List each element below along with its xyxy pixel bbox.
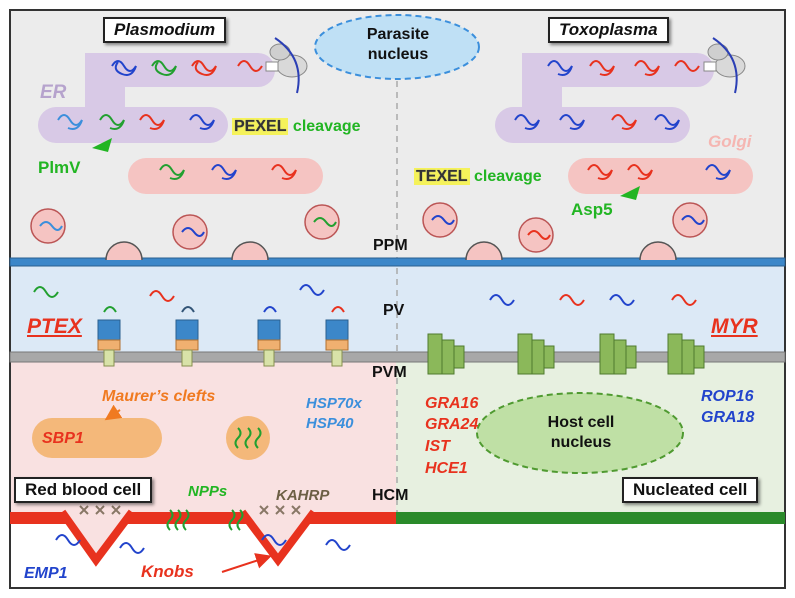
red-blood-cell-label: Red blood cell xyxy=(14,477,153,503)
parasitophorous-vacuole-membrane xyxy=(9,351,786,363)
plmv-label: PlmV xyxy=(38,158,81,177)
host-cell-nucleus-label: Host cell nucleus xyxy=(547,414,615,451)
pvm-label: PVM xyxy=(372,364,407,381)
plasmodium-label: Plasmodium xyxy=(103,17,227,43)
protein-cargo xyxy=(57,60,731,180)
toxoplasma-label: Toxoplasma xyxy=(548,17,669,43)
gra16-label: GRA16 xyxy=(425,395,479,412)
pexel-cleavage-text: cleavage xyxy=(292,118,361,135)
hsp40-label: HSP40 xyxy=(306,415,354,432)
texel-cleavage-text: cleavage xyxy=(474,168,542,185)
maurers-clefts-label: Maurer’s clefts xyxy=(102,388,216,405)
pexel-motif: PEXEL xyxy=(232,118,289,135)
golgi-label: Golgi xyxy=(708,132,752,151)
ribosome-icon xyxy=(703,37,746,94)
rop16-label: ROP16 xyxy=(701,388,754,405)
ribosome-icon xyxy=(265,37,308,94)
secretory-vesicles xyxy=(30,202,708,253)
ptex-translocon xyxy=(97,319,349,367)
host-cell-membrane xyxy=(396,512,785,524)
myr-label: MYR xyxy=(711,315,758,338)
kahrp-label: KAHRP xyxy=(276,487,330,504)
toxoplasma-er xyxy=(495,53,714,143)
knobs-label: Knobs xyxy=(141,562,194,581)
texel-cleavage-label: TEXEL cleavage xyxy=(414,168,542,186)
ptex-label: PTEX xyxy=(27,315,82,338)
parasite-plasma-membrane xyxy=(9,257,786,267)
gra18-label: GRA18 xyxy=(701,409,755,426)
texel-motif: TEXEL xyxy=(414,168,470,185)
toxoplasma-golgi xyxy=(568,158,753,194)
npps-label: NPPs xyxy=(188,483,228,500)
ist-label: IST xyxy=(425,438,450,455)
myr-translocon xyxy=(427,333,705,375)
nucleated-cell-label: Nucleated cell xyxy=(622,477,759,503)
knobs-arrow xyxy=(221,553,272,573)
plmv-protease-icon xyxy=(92,138,112,152)
emp1-label: EMP1 xyxy=(24,565,68,582)
pv-label: PV xyxy=(383,302,405,319)
ppm-label: PPM xyxy=(373,237,408,254)
gra24-label: GRA24 xyxy=(425,416,479,433)
knob xyxy=(58,509,318,567)
asp5-label: Asp5 xyxy=(571,200,613,219)
parasite-nucleus-label: Parasite nucleus xyxy=(366,26,430,63)
npp-channel xyxy=(166,509,244,531)
hce1-label: HCE1 xyxy=(425,460,468,477)
pv-proteins xyxy=(33,284,697,313)
asp5-protease-icon xyxy=(620,186,640,200)
outer-frame xyxy=(9,9,786,589)
fusing-vesicles xyxy=(105,241,677,261)
host-cell-nucleus xyxy=(476,392,684,474)
sbp1-label: SBP1 xyxy=(42,430,84,447)
hsp70x-label: HSP70x xyxy=(306,395,362,412)
er-label: ER xyxy=(40,82,67,103)
pexel-cleavage-label: PEXEL cleavage xyxy=(232,118,361,136)
hcm-label: HCM xyxy=(372,487,409,504)
extracellular-region xyxy=(10,524,785,588)
maurers-cleft xyxy=(32,418,162,458)
plasmodium-er xyxy=(38,53,275,143)
parasite-nucleus xyxy=(314,14,480,80)
